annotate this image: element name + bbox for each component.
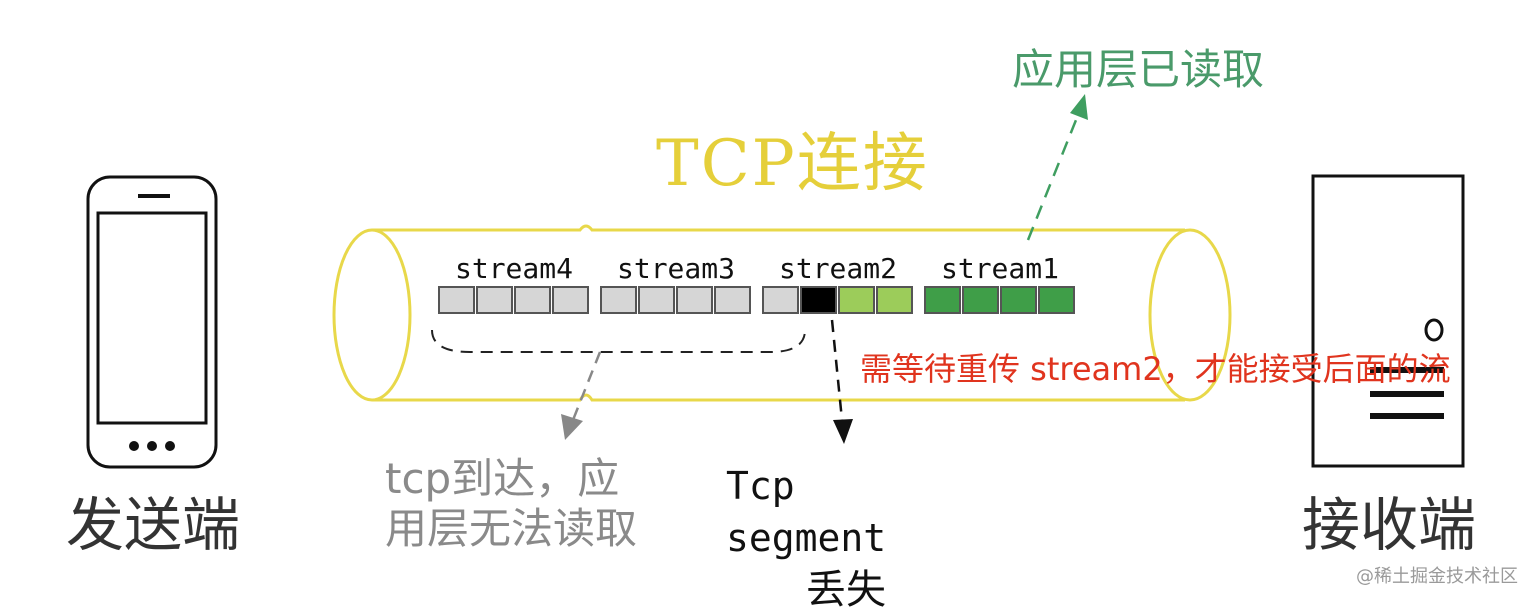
packet-cell-gray (552, 286, 589, 314)
segment-lost-line2: 丢失 (806, 567, 886, 613)
packet-cell-gray (514, 286, 551, 314)
stream-cells (924, 286, 1076, 314)
sender-label: 发送端 (66, 491, 241, 559)
phone-icon (86, 175, 218, 469)
gray-arrow-head (561, 414, 583, 440)
watermark: @稀土掘金技术社区 (1356, 566, 1518, 587)
tcp-connection-title: TCP连接 (656, 127, 929, 201)
stream-cells (762, 286, 914, 314)
gray-dashed-arrow (571, 351, 602, 421)
tcp-arrived-note: tcp到达，应 用层无法读取 (385, 454, 637, 554)
stream-group-stream3: stream3 (600, 252, 752, 314)
tcp-pipe (86, 94, 1465, 469)
tcp-arrived-line1: tcp到达，应 (385, 454, 620, 503)
stream-cells (600, 286, 752, 314)
stream-group-stream1: stream1 (924, 252, 1076, 314)
green-arrow-head (1070, 94, 1088, 120)
packet-cell-gray (638, 286, 675, 314)
tcp-arrived-line2: 用层无法读取 (385, 504, 638, 553)
segment-lost-note: Tcp segment 丢失 (726, 460, 976, 616)
streams-row: stream4 stream3 stream2 stream1 (438, 252, 1076, 314)
stream-label: stream4 (454, 252, 573, 285)
packet-cell-green (1000, 286, 1037, 314)
stream-group-stream2: stream2 (762, 252, 914, 314)
stream-label: stream3 (616, 252, 735, 285)
packet-cell-gray (476, 286, 513, 314)
packet-cell-gray (714, 286, 751, 314)
packet-cell-gray (762, 286, 799, 314)
segment-lost-line1: Tcp segment (726, 464, 887, 560)
packet-cell-black (800, 286, 837, 314)
receiver-label: 接收端 (1302, 491, 1477, 559)
stream-cells (438, 286, 590, 314)
packet-cell-green (924, 286, 961, 314)
stream-label: stream2 (778, 252, 897, 285)
packet-cell-gray (676, 286, 713, 314)
retransmit-note: 需等待重传 stream2，才能接受后面的流 (860, 350, 1451, 388)
packet-cell-gray (600, 286, 637, 314)
packet-cell-lightgreen (838, 286, 875, 314)
black-dashed-arrow (830, 319, 844, 421)
server-icon (1311, 174, 1465, 468)
black-arrow-head (833, 419, 853, 444)
brace-dashed (431, 329, 806, 353)
packet-cell-green (1038, 286, 1075, 314)
packet-cell-lightgreen (876, 286, 913, 314)
stream-group-stream4: stream4 (438, 252, 590, 314)
packet-cell-green (962, 286, 999, 314)
packet-cell-gray (438, 286, 475, 314)
app-layer-read-label: 应用层已读取 (1012, 45, 1265, 94)
stream-label: stream1 (940, 252, 1059, 285)
green-dashed-arrow (1026, 109, 1082, 241)
